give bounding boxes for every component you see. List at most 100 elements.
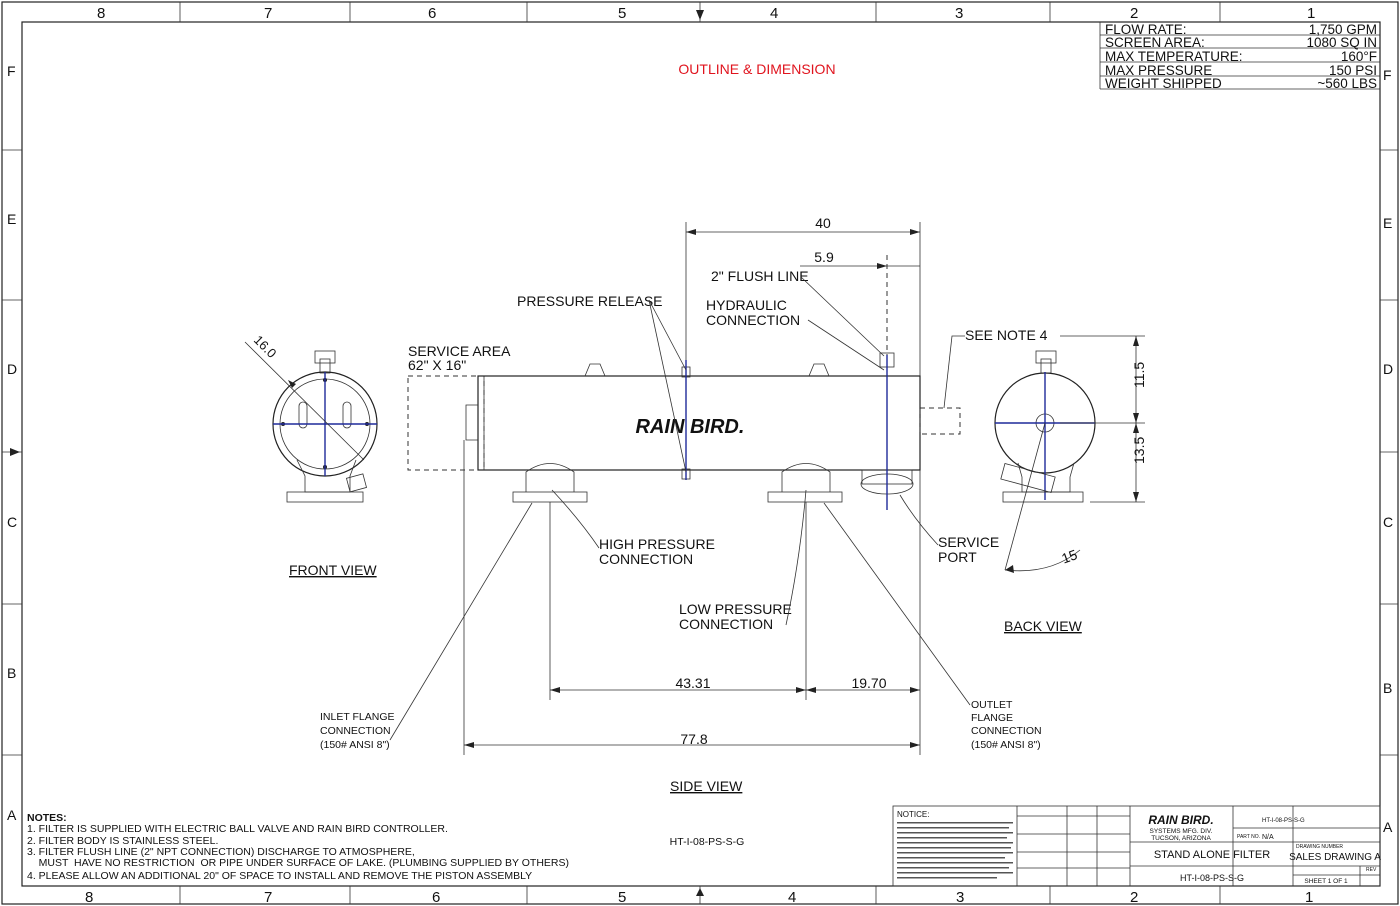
- specs-table: FLOW RATE: 1,750 GPM SCREEN AREA: 1080 S…: [1099, 22, 1380, 91]
- zone-left-F: F: [7, 63, 16, 79]
- inlet-label-1: INLET FLANGE: [320, 711, 395, 723]
- service-area-size: 62" X 16": [408, 357, 466, 373]
- spec-label-flow: FLOW RATE:: [1105, 22, 1187, 37]
- hydraulic-label-2: CONNECTION: [706, 312, 800, 328]
- zone-top-3: 3: [955, 5, 963, 22]
- title-block-sales: SALES DRAWING A: [1289, 852, 1381, 863]
- low-pressure-label-2: CONNECTION: [679, 616, 773, 632]
- title-block: NOTICE: RAIN BIRD. SYSTEMS MFG. DIV. TUC…: [892, 805, 1381, 887]
- spec-value-weight: ~560 LBS: [1317, 76, 1377, 91]
- zone-right-F: F: [1383, 67, 1392, 83]
- note-4: 4. PLEASE ALLOW AN ADDITIONAL 20" OF SPA…: [27, 870, 532, 882]
- title-block-part-no-label: PART NO.: [1237, 834, 1260, 840]
- spec-label-screen: SCREEN AREA:: [1105, 35, 1205, 50]
- outlet-label-1: OUTLET: [971, 699, 1013, 711]
- zone-labels-left: F E D C B A: [7, 63, 17, 823]
- note-3: 3. FILTER FLUSH LINE (2" NPT CONNECTION)…: [27, 846, 415, 858]
- service-port-label-2: PORT: [938, 549, 977, 565]
- zone-right-A: A: [1383, 819, 1393, 835]
- title-block-dwg-no: HT-I-08-PS-S-G: [1180, 873, 1244, 883]
- dim-13-5: 13.5: [1131, 437, 1147, 464]
- center-arrows: [10, 10, 704, 896]
- zone-bottom-7: 7: [264, 889, 272, 906]
- spec-label-weight: WEIGHT SHIPPED: [1105, 76, 1222, 91]
- notes-heading: NOTES:: [27, 812, 67, 824]
- see-note-label: SEE NOTE 4: [965, 327, 1048, 343]
- title-block-rev: REV: [1366, 867, 1377, 873]
- dim-77-8: 77.8: [680, 731, 707, 747]
- title-block-dwg-no-small: HT-I-08-PS-S-G: [1262, 818, 1305, 824]
- back-view-label: BACK VIEW: [1004, 618, 1083, 634]
- rain-bird-logo: RAIN BIRD.: [636, 416, 745, 438]
- title-block-notice: NOTICE:: [897, 810, 929, 819]
- drawing-number-center: HT-I-08-PS-S-G: [670, 836, 745, 848]
- zone-left-B: B: [7, 665, 16, 681]
- title-block-logo: RAIN BIRD.: [1148, 813, 1213, 827]
- side-view-label: SIDE VIEW: [670, 778, 743, 794]
- zone-top-6: 6: [428, 5, 436, 22]
- spec-value-flow: 1,750 GPM: [1309, 22, 1377, 37]
- spec-value-temp: 160°F: [1341, 49, 1377, 64]
- notes-block: NOTES: 1. FILTER IS SUPPLIED WITH ELECTR…: [27, 812, 569, 882]
- dim-19-70: 19.70: [851, 675, 886, 691]
- note-3-cont: MUST HAVE NO RESTRICTION OR PIPE UNDER S…: [27, 857, 569, 869]
- front-view: 16.0 FRONT VIEW: [244, 332, 378, 578]
- zone-top-1: 1: [1307, 5, 1315, 22]
- title-block-systems: SYSTEMS MFG. DIV.: [1150, 828, 1213, 835]
- zone-right-E: E: [1383, 215, 1392, 231]
- high-pressure-label-1: HIGH PRESSURE: [599, 536, 715, 552]
- zone-left-A: A: [7, 807, 17, 823]
- zone-bottom-3: 3: [956, 889, 964, 906]
- title-block-part-name: STAND ALONE FILTER: [1154, 849, 1270, 861]
- zone-right-C: C: [1383, 514, 1393, 530]
- outlet-label-2: FLANGE: [971, 712, 1013, 724]
- zone-labels-top: 8 7 6 5 4 3 2 1: [97, 5, 1315, 22]
- title-block-part-no: N/A: [1262, 834, 1274, 841]
- zone-top-5: 5: [618, 5, 626, 22]
- zone-top-7: 7: [264, 5, 272, 22]
- zone-bottom-4: 4: [788, 889, 796, 906]
- note-2: 2. FILTER BODY IS STAINLESS STEEL.: [27, 835, 218, 847]
- flush-line-label: 2" FLUSH LINE: [711, 268, 809, 284]
- notice-fine-print: [897, 822, 1013, 879]
- zone-top-2: 2: [1130, 5, 1138, 22]
- back-view: 11.5 13.5 15 BACK VIEW: [994, 335, 1147, 634]
- title-block-sheet: SHEET 1 OF 1: [1304, 878, 1348, 885]
- title-block-city: TUCSON, ARIZONA: [1151, 835, 1211, 842]
- side-view: SERVICE AREA 62" X 16" RAIN BIRD. 40 5.9: [320, 215, 1048, 794]
- dim-5-9: 5.9: [814, 249, 834, 265]
- zone-bottom-8: 8: [85, 889, 93, 906]
- zone-left-E: E: [7, 211, 16, 227]
- zone-bottom-6: 6: [432, 889, 440, 906]
- dim-15: 15: [1059, 546, 1079, 566]
- zone-right-D: D: [1383, 361, 1393, 377]
- spec-value-screen: 1080 SQ IN: [1306, 35, 1377, 50]
- drawing-title: OUTLINE & DIMENSION: [678, 61, 835, 77]
- spec-value-pressure: 150 PSI: [1329, 63, 1377, 78]
- hydraulic-label-1: HYDRAULIC: [706, 297, 787, 313]
- front-view-label: FRONT VIEW: [289, 562, 377, 578]
- service-area-label: SERVICE AREA: [408, 343, 511, 359]
- service-area-box: [407, 375, 485, 471]
- inlet-label-3: (150# ANSI 8"): [320, 739, 390, 751]
- zone-left-C: C: [7, 514, 17, 530]
- zone-labels-bottom: 8 7 6 5 4 3 2 1: [85, 889, 1313, 906]
- dim-11-5: 11.5: [1131, 362, 1147, 388]
- note-1: 1. FILTER IS SUPPLIED WITH ELECTRIC BALL…: [27, 823, 448, 835]
- spec-label-pressure: MAX PRESSURE: [1105, 63, 1212, 78]
- zone-top-8: 8: [97, 5, 105, 22]
- zone-labels-right: F E D C B A: [1383, 67, 1393, 835]
- dim-40: 40: [815, 215, 831, 231]
- zone-bottom-2: 2: [1130, 889, 1138, 906]
- front-dia-label: 16.0: [251, 332, 280, 361]
- zone-left-D: D: [7, 361, 17, 377]
- pressure-release-label: PRESSURE RELEASE: [517, 293, 663, 309]
- outlet-label-4: (150# ANSI 8"): [971, 739, 1041, 751]
- title-block-drawing-number-label: DRAWING NUMBER: [1296, 844, 1343, 850]
- high-pressure-label-2: CONNECTION: [599, 551, 693, 567]
- dim-43-31: 43.31: [675, 675, 710, 691]
- spec-label-temp: MAX TEMPERATURE:: [1105, 49, 1243, 64]
